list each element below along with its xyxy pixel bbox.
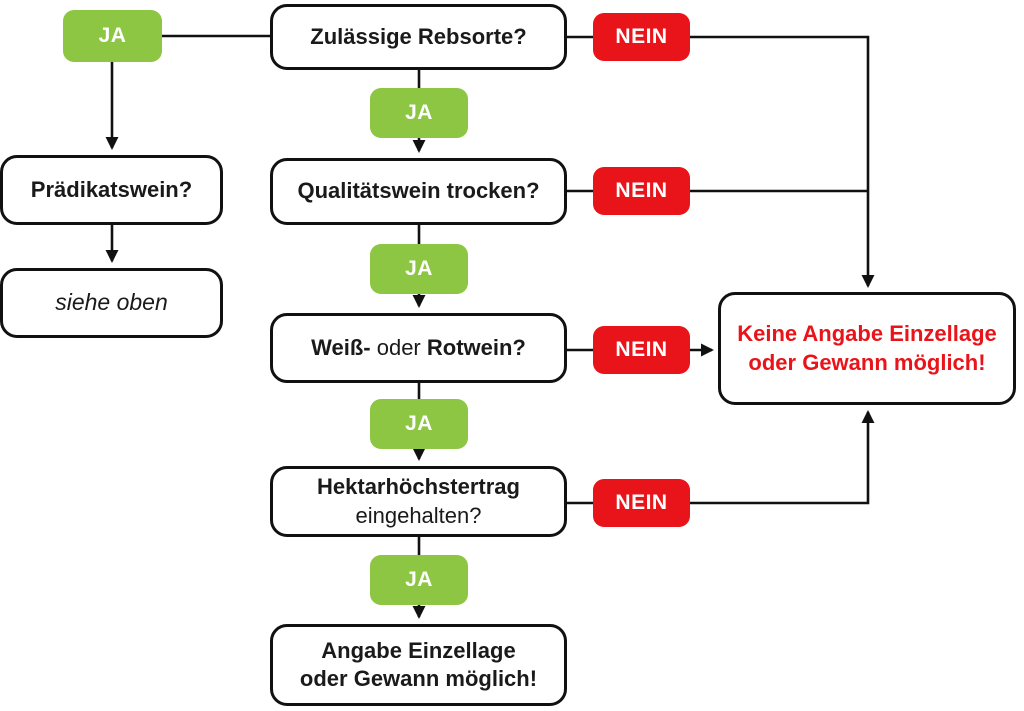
badge-ja-1: JA [370,88,468,138]
badge-ja-1-label: JA [405,101,433,124]
node-siehe-oben-label: siehe oben [55,289,168,316]
node-angabe-line1: Angabe Einzellage [321,637,516,663]
badge-nein-3-label: NEIN [615,338,668,361]
node-siehe-oben: siehe oben [0,268,223,338]
badge-nein-3: NEIN [593,326,690,374]
node-keine-angabe-warning: Keine Angabe Einzellage oder Gewann mögl… [718,292,1016,405]
node-zulaessige-rebsorte-label: Zulässige Rebsorte? [310,23,527,49]
node-praedikatswein-label: Prädikatswein? [30,176,193,202]
node-angabe-einzellage: Angabe Einzellage oder Gewann möglich! [270,624,567,706]
badge-nein-4: NEIN [593,479,690,527]
badge-ja-left-label: JA [98,24,127,47]
node-hektar-line1: Hektarhöchstertrag [317,474,520,500]
node-praedikatswein: Prädikatswein? [0,155,223,225]
oder-part: oder [370,334,427,360]
node-weiss-oder-rotwein: Weiß- oder Rotwein? [270,313,567,383]
node-qualitaetswein-trocken: Qualitätswein trocken? [270,158,567,225]
node-qualitaetswein-trocken-label: Qualitätswein trocken? [297,178,540,204]
badge-ja-2: JA [370,244,468,294]
badge-nein-1-label: NEIN [615,25,668,48]
badge-ja-left: JA [63,10,162,62]
badge-nein-1: NEIN [593,13,690,61]
badge-ja-4: JA [370,555,468,605]
rotwein-part: Rotwein? [426,334,526,360]
node-weiss-oder-rotwein-label: Weiß- oder Rotwein? [311,334,526,362]
badge-ja-4-label: JA [405,568,433,591]
badge-nein-2: NEIN [593,167,690,215]
node-keine-angabe-line2: oder Gewann möglich! [748,349,986,375]
badge-nein-4-label: NEIN [615,491,668,514]
node-keine-angabe-line1: Keine Angabe Einzellage [737,321,997,347]
badge-ja-2-label: JA [405,257,433,280]
edge-nein1-to-warning [690,35,875,288]
badge-nein-2-label: NEIN [615,179,668,202]
node-angabe-line2: oder Gewann möglich! [299,666,538,691]
weiss-part: Weiß- [311,334,371,360]
badge-ja-3-label: JA [405,412,433,435]
node-hektar-line2: eingehalten? [355,502,482,528]
edge-nein4-to-warning [690,410,875,505]
badge-ja-3: JA [370,399,468,449]
node-hektarhoechstertrag: Hektarhöchstertrag eingehalten? [270,466,567,537]
node-zulaessige-rebsorte: Zulässige Rebsorte? [270,4,567,70]
